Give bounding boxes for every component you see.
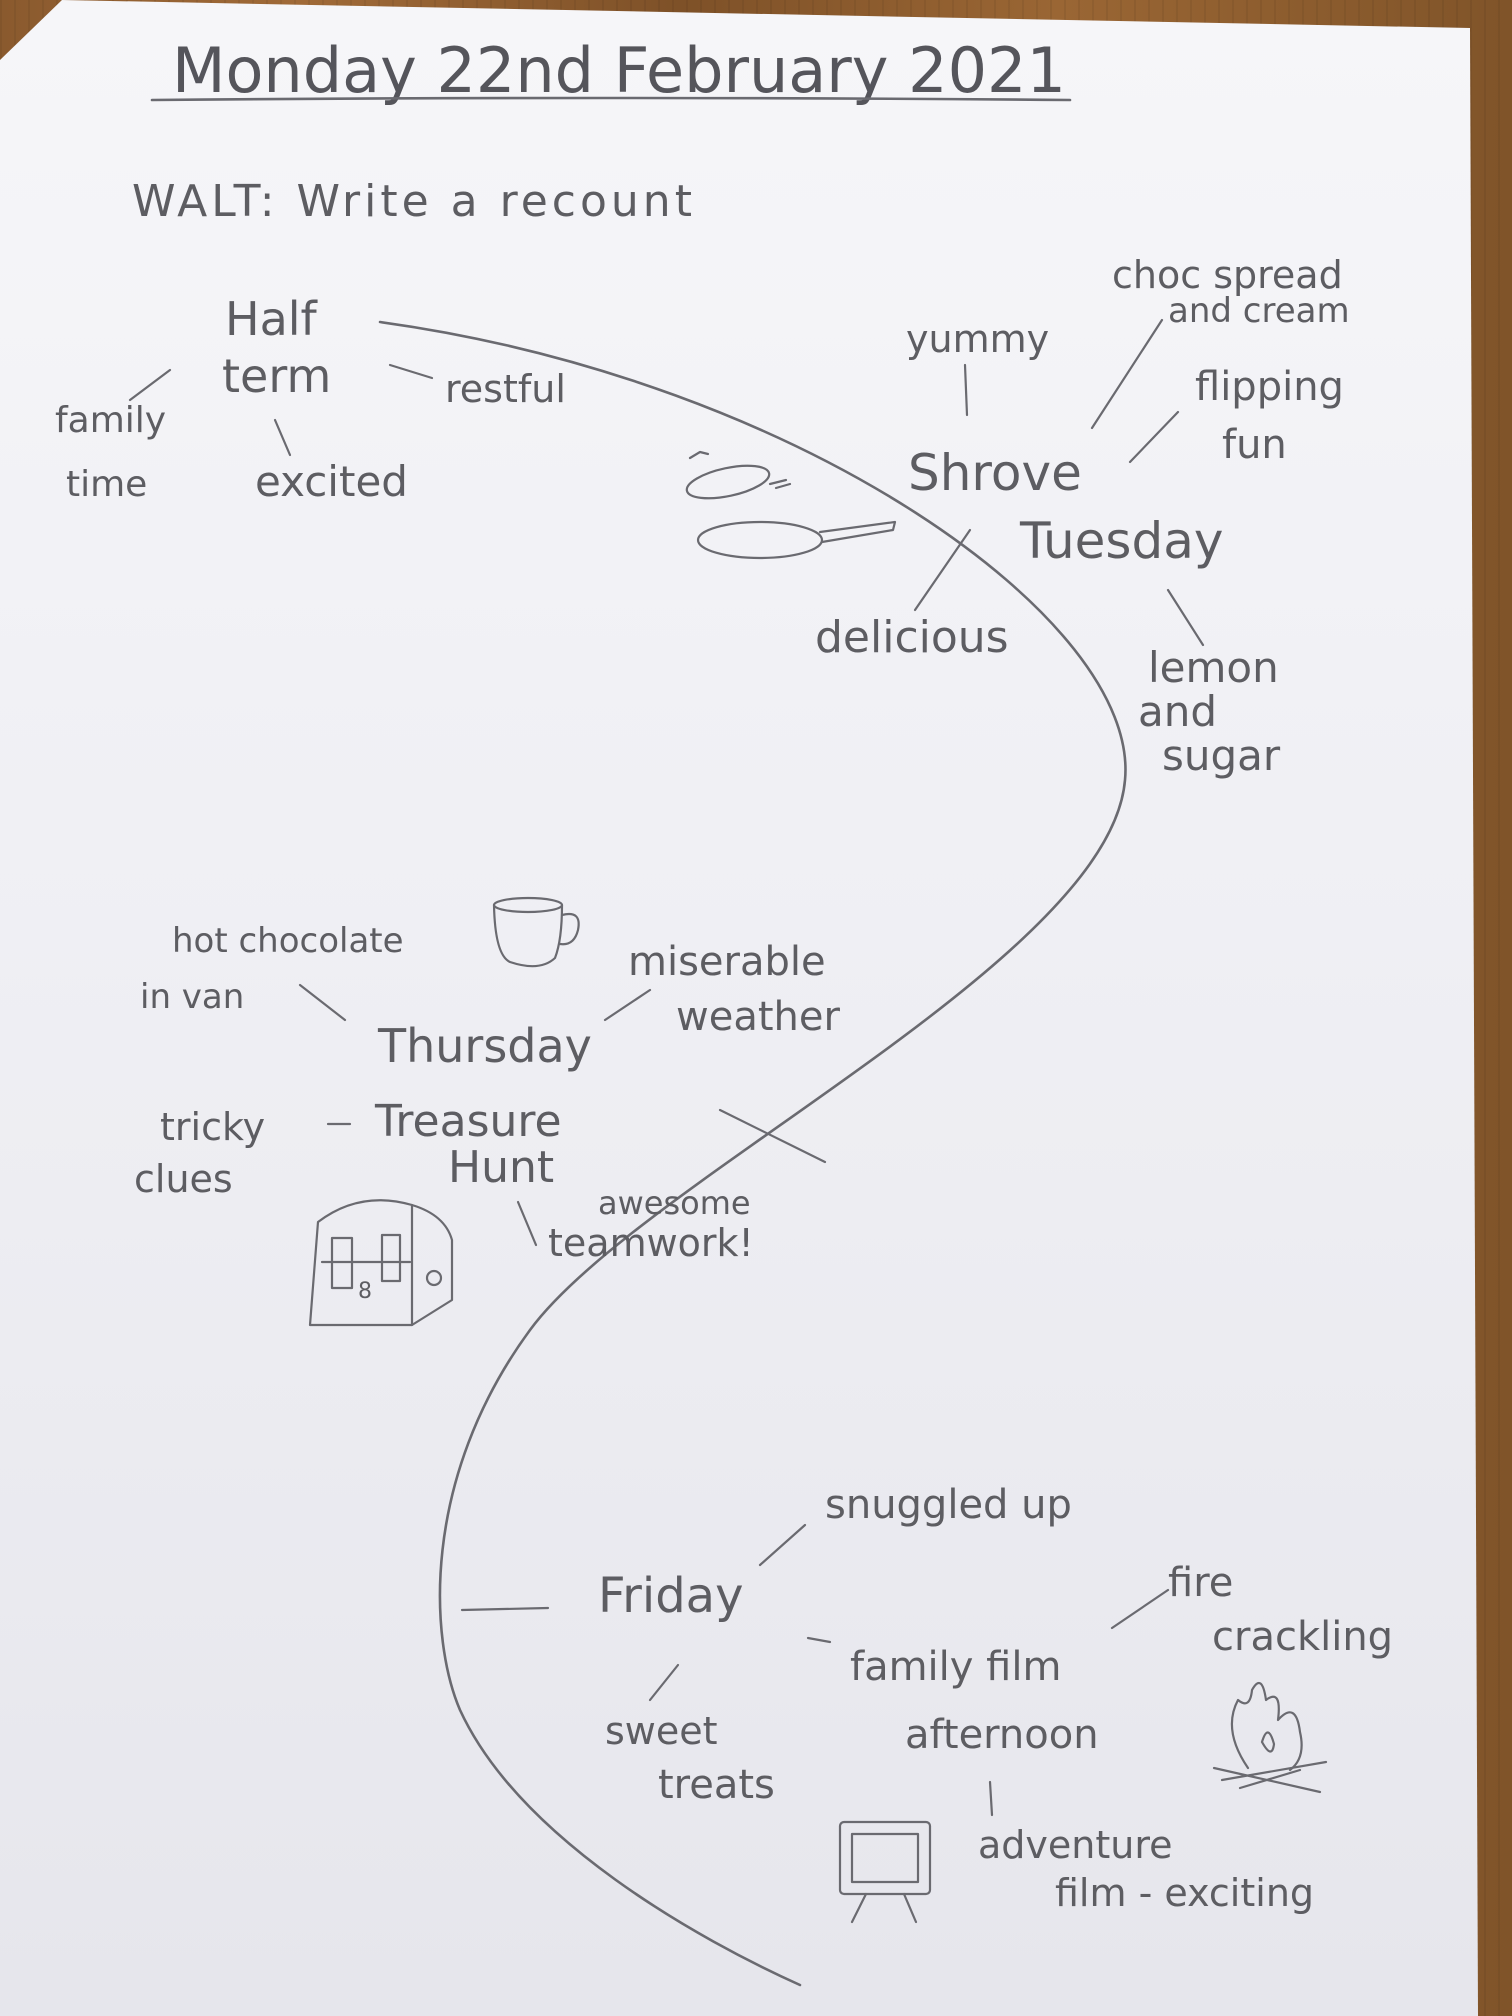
weather-word: weather bbox=[676, 994, 840, 1040]
afternoon-word: afternoon bbox=[905, 1712, 1099, 1758]
date-heading: Monday 22nd February 2021 bbox=[172, 34, 1066, 107]
treats-word: treats bbox=[658, 1762, 775, 1808]
sugar-word: sugar bbox=[1162, 731, 1281, 780]
friday-timeline-tick bbox=[460, 1606, 550, 1612]
fire-word: fire bbox=[1168, 1560, 1233, 1606]
yummy-word: yummy bbox=[906, 317, 1049, 361]
date-underline bbox=[150, 96, 1072, 102]
excited-word: excited bbox=[255, 457, 408, 506]
choc-spread-line2: and cream bbox=[1168, 291, 1350, 331]
awesome-word: awesome bbox=[598, 1184, 751, 1222]
campfire-icon bbox=[1212, 1681, 1328, 1794]
shrove-tuesday-line2: Tuesday bbox=[1019, 512, 1223, 570]
in-van-word: in van bbox=[140, 977, 244, 1017]
lemon-word: lemon bbox=[1148, 643, 1279, 692]
treasure-word: Treasure bbox=[374, 1096, 562, 1147]
thursday-title: Thursday bbox=[377, 1019, 592, 1073]
family-word: family bbox=[55, 400, 166, 441]
sweet-word: sweet bbox=[605, 1709, 718, 1753]
miserable-word: miserable bbox=[628, 939, 826, 985]
adventure-word: adventure bbox=[978, 1823, 1173, 1867]
and-word: and bbox=[1138, 687, 1217, 736]
time-word: time bbox=[66, 464, 147, 505]
television-icon bbox=[838, 1820, 932, 1924]
family-film-word: family film bbox=[850, 1644, 1061, 1690]
crackling-word: crackling bbox=[1212, 1614, 1393, 1660]
shrove-tuesday-line1: Shrove bbox=[908, 444, 1082, 502]
walt-objective: WALT: Write a recount bbox=[132, 176, 696, 227]
choc-spread-line1: choc spread bbox=[1112, 253, 1343, 297]
treasure-chest-icon: 8 bbox=[308, 1199, 454, 1327]
pancake-pan-icon bbox=[685, 450, 897, 560]
hunt-word: Hunt bbox=[448, 1142, 554, 1193]
snuggled-up-word: snuggled up bbox=[825, 1482, 1072, 1528]
fun-word: fun bbox=[1222, 422, 1287, 468]
tricky-word: tricky bbox=[160, 1105, 265, 1149]
thursday-timeline-tick bbox=[718, 1108, 827, 1164]
hot-chocolate-word: hot chocolate bbox=[172, 921, 404, 961]
svg-text:8: 8 bbox=[358, 1279, 372, 1304]
friday-title: Friday bbox=[598, 1568, 743, 1624]
half-term-title-line1: Half bbox=[225, 292, 319, 346]
clues-word: clues bbox=[134, 1157, 233, 1201]
teamwork-word: teamwork! bbox=[548, 1221, 754, 1265]
half-term-title-line2: term bbox=[222, 349, 331, 403]
film-exciting-word: film - exciting bbox=[1055, 1871, 1314, 1915]
mug-icon bbox=[492, 896, 580, 968]
flipping-word: flipping bbox=[1195, 364, 1344, 410]
restful-word: restful bbox=[445, 367, 566, 411]
delicious-word: delicious bbox=[815, 612, 1009, 663]
